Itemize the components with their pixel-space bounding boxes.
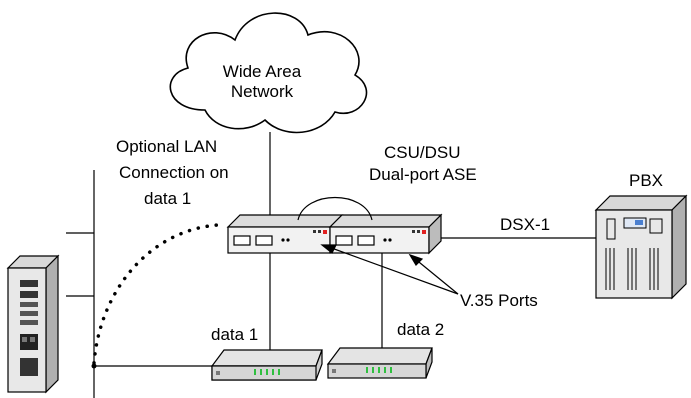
v35-ports-label: V.35 Ports <box>460 291 538 310</box>
wan-cloud: Wide Area Network <box>169 12 368 134</box>
lan-label: Optional LAN Connection on data 1 <box>116 137 229 208</box>
optional-lan-dotted-link <box>92 223 220 365</box>
data2-label: data 2 <box>397 320 444 339</box>
lan-label-line2: Connection on <box>119 163 229 182</box>
lan-label-line1: Optional LAN <box>116 137 217 156</box>
module-link-arc <box>297 196 373 221</box>
lan-label-line3: data 1 <box>144 189 191 208</box>
wan-label-line2: Network <box>231 82 294 101</box>
v35-port-1b <box>255 235 273 246</box>
status-led-right <box>422 230 426 234</box>
v35-port-2b <box>357 235 375 246</box>
pbx-label: PBX <box>629 171 663 190</box>
status-led-left <box>323 230 327 234</box>
csu-label-line2: Dual-port ASE <box>369 165 477 184</box>
data2-device <box>326 347 433 379</box>
pbx-device <box>594 194 688 300</box>
data1-device <box>210 349 323 381</box>
csu-dsu-label: CSU/DSU Dual-port ASE <box>369 143 477 184</box>
v35-arrows <box>320 244 459 295</box>
v35-port-1 <box>233 235 251 246</box>
server-tower <box>6 254 60 394</box>
lan-junction <box>91 363 97 369</box>
data1-label: data 1 <box>211 325 258 344</box>
v35-port-2 <box>335 235 353 246</box>
csu-dsu-device <box>226 196 443 255</box>
dsx1-label: DSX-1 <box>500 215 550 234</box>
csu-label-line1: CSU/DSU <box>384 143 461 162</box>
wan-label-line1: Wide Area <box>223 62 302 81</box>
